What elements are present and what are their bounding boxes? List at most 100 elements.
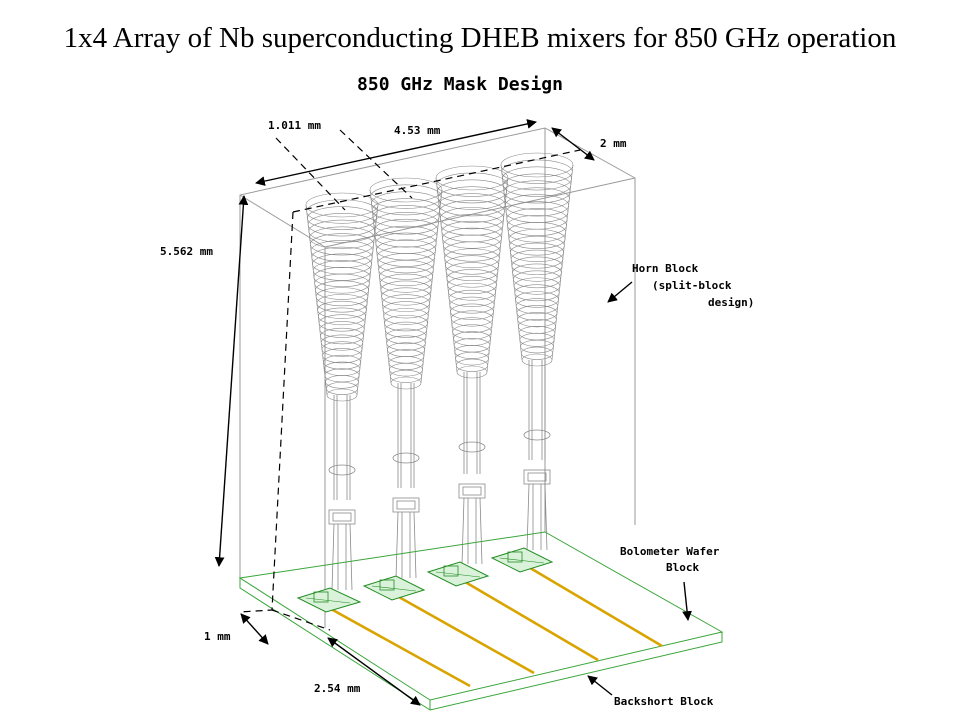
horn-corrugation (456, 365, 488, 379)
horn-corrugation (441, 220, 503, 243)
horn-corrugation (312, 253, 372, 275)
mixer-chip (362, 575, 426, 601)
bias-trace (519, 560, 663, 648)
horn-block-pointer (607, 281, 633, 303)
mixer-chips (296, 547, 554, 613)
split-plane-line (239, 211, 294, 613)
transition-inner (527, 472, 547, 482)
transition-block (328, 509, 356, 525)
horn-corrugation (322, 348, 362, 364)
dim-label-backshort-width: 2.54 mm (314, 682, 361, 695)
horn-wall (369, 189, 392, 384)
horn-corrugation (517, 312, 557, 328)
horn-wall (486, 177, 509, 373)
waveguide-ring (328, 464, 356, 476)
dim-arrow-block-height (214, 195, 249, 567)
waveguide-wall (395, 511, 399, 579)
feed-horn (305, 192, 379, 591)
waveguide-wall (461, 497, 465, 565)
horn-corrugation (502, 166, 572, 191)
horn-corrugation (374, 218, 438, 241)
horn-corrugation (370, 184, 442, 209)
leader-line (271, 609, 331, 631)
horn-block-label-3: design) (708, 296, 754, 309)
horn-corrugation (506, 208, 568, 230)
horn-corrugation (390, 376, 422, 390)
backshort-block-label: Backshort Block (614, 695, 714, 708)
dim-label-wafer-depth: 1 mm (204, 630, 231, 643)
horn-corrugation (500, 152, 574, 178)
dim-label-block-depth: 2 mm (600, 137, 627, 150)
transition-block (523, 469, 551, 485)
waveguide-wall (349, 523, 353, 591)
mask-title: 850 GHz Mask Design (357, 74, 563, 95)
horn-corrugation (384, 314, 428, 332)
horn-corrugation (326, 388, 358, 402)
slide-title: 1x4 Array of Nb superconducting DHEB mix… (63, 22, 897, 54)
dim-arrow-array-width (255, 119, 537, 186)
transition-inner (396, 500, 416, 510)
horn-wall (500, 164, 523, 361)
transition-block (458, 483, 486, 499)
horn-block-label: Horn Block (632, 262, 699, 275)
horn-corrugation (505, 194, 569, 217)
horn-wall (420, 189, 443, 384)
feed-horn (369, 177, 443, 579)
horn-corrugation (371, 191, 441, 216)
horn-corrugation (520, 346, 554, 360)
horn-corrugation (320, 334, 364, 351)
waveguide-wall (331, 523, 335, 591)
horn-array (305, 152, 574, 591)
horn-corrugation (318, 314, 366, 332)
dim-label-block-height: 5.562 mm (160, 245, 213, 258)
horn-corrugation (375, 232, 437, 254)
horn-wall (435, 177, 458, 373)
waveguide-wall (526, 483, 530, 551)
waveguide-wall (479, 497, 483, 565)
horn-corrugation (451, 317, 493, 333)
horn-block (239, 127, 636, 628)
mixer-chip (296, 587, 362, 613)
waveguide-ring (458, 441, 486, 453)
horn-corrugation (438, 193, 506, 217)
transition-inner (332, 512, 352, 522)
wafer-block-pointer (682, 581, 692, 621)
horn-wall (356, 204, 379, 396)
horn-corrugation (516, 305, 558, 321)
horn-corrugation (386, 335, 426, 351)
wafer-block-label-2: Block (666, 561, 699, 574)
horn-corrugation (437, 179, 507, 204)
bias-trace (454, 574, 599, 662)
transition-block (392, 497, 420, 513)
horn-corrugation (515, 291, 559, 308)
horn-corrugation (382, 301, 430, 319)
dim-arrow-block-depth (551, 127, 595, 161)
dim-arrow-backshort-width (327, 637, 421, 706)
horn-corrugation (505, 201, 569, 223)
horn-corrugation (307, 206, 377, 230)
horn-block-label-2: (split-block (652, 279, 732, 292)
wafer-block-label: Bolometer Wafer (620, 545, 720, 558)
horn-wall (305, 204, 328, 396)
horn-corrugation (504, 187, 570, 210)
dim-arrow-wafer-depth (240, 613, 269, 645)
horn-corrugation (373, 212, 439, 235)
horn-corrugation (436, 172, 508, 197)
mixer-chip (490, 547, 554, 573)
waveguide-wall (544, 483, 548, 551)
leader-line (339, 129, 413, 199)
dim-label-array-width: 4.53 mm (394, 124, 441, 137)
horn-corrugation (372, 205, 440, 229)
transition-inner (462, 486, 482, 496)
dim-label-horn-diameter: 1.011 mm (268, 119, 321, 132)
bolometer-wafer-block (238, 531, 724, 711)
backshort-pointer (587, 675, 613, 696)
mixer-chip (426, 561, 490, 587)
horn-corrugation (450, 303, 494, 320)
horn-corrugation (513, 270, 561, 289)
feed-horn (435, 165, 509, 565)
horn-corrugation (311, 246, 373, 269)
waveguide-wall (413, 511, 417, 579)
bias-trace (389, 590, 535, 675)
